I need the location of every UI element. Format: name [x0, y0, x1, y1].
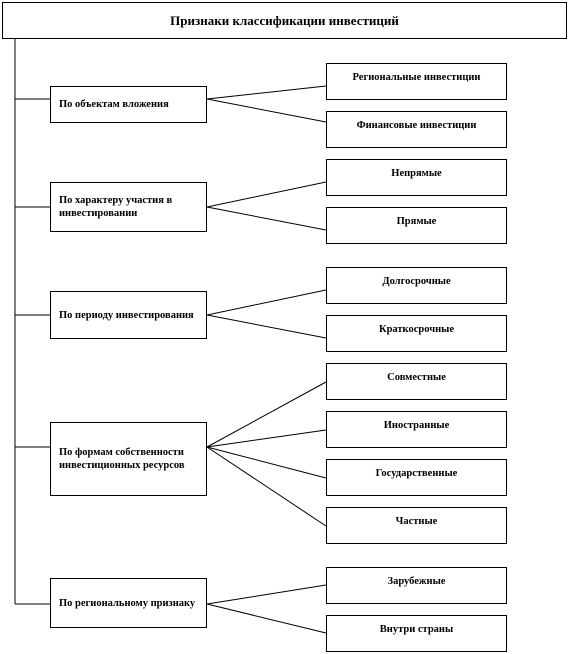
- fan-line-2-1: [206, 314, 327, 339]
- diagram-title: Признаки классификации инвестиций: [2, 2, 567, 39]
- leaf-indirect: Непрямые: [326, 159, 507, 196]
- fan-line-0-0: [206, 85, 327, 100]
- fan-line-3-1: [206, 429, 327, 448]
- fan-line-3-2: [206, 446, 327, 479]
- category-objects: По объектам вложения: [50, 86, 207, 123]
- leaf-joint: Совместные: [326, 363, 507, 400]
- leaf-private: Частные: [326, 507, 507, 544]
- leaf-foreign: Иностранные: [326, 411, 507, 448]
- fan-line-3-0: [206, 381, 327, 448]
- fan-line-1-1: [206, 206, 327, 231]
- category-regional: По региональному признаку: [50, 578, 207, 628]
- fan-line-2-0: [206, 289, 327, 316]
- leaf-domestic: Внутри страны: [326, 615, 507, 652]
- category-participation: По характеру участия в инвестировании: [50, 182, 207, 232]
- leaf-financial-investments: Финансовые инвестиции: [326, 111, 507, 148]
- leaf-long-term: Долгосрочные: [326, 267, 507, 304]
- fan-line-4-1: [206, 603, 327, 634]
- category-ownership: По формам собственности инвестиционных р…: [50, 422, 207, 496]
- fan-line-3-3: [206, 446, 327, 527]
- leaf-short-term: Краткосрочные: [326, 315, 507, 352]
- fan-line-4-0: [206, 584, 327, 605]
- leaf-abroad: Зарубежные: [326, 567, 507, 604]
- leaf-direct: Прямые: [326, 207, 507, 244]
- fan-line-1-0: [206, 181, 327, 208]
- category-period: По периоду инвестирования: [50, 291, 207, 339]
- leaf-regional-investments: Региональные инвестиции: [326, 63, 507, 100]
- fan-line-0-1: [206, 98, 327, 123]
- leaf-state: Государственные: [326, 459, 507, 496]
